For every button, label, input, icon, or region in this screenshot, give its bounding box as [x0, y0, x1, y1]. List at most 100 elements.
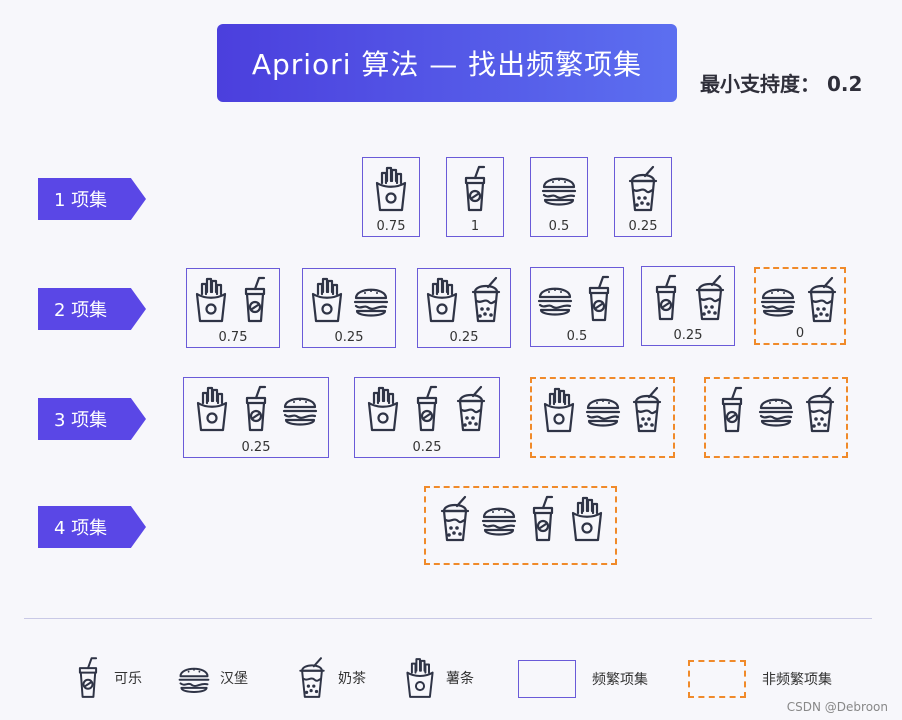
- support-value: 0.25: [449, 330, 479, 345]
- itemset-icons: [184, 384, 328, 434]
- support-value: 0.5: [548, 219, 570, 234]
- support-value: 0.25: [628, 219, 658, 234]
- milk-tea-icon: [690, 273, 730, 323]
- milk-tea-icon: [451, 384, 491, 434]
- support-value: 1: [470, 219, 480, 234]
- legend-frequent-label: 频繁项集: [592, 672, 648, 688]
- burger-icon: [535, 274, 575, 324]
- legend-infrequent: 非频繁项集: [688, 660, 832, 698]
- support-value: 0.25: [673, 328, 703, 343]
- frequent-itemset: 0.5: [530, 267, 624, 347]
- itemset-icons: [531, 164, 587, 214]
- legend-burger-label: 汉堡: [220, 671, 248, 687]
- frequent-swatch: [518, 660, 576, 698]
- fries-icon: [567, 494, 607, 544]
- burger-icon: [479, 494, 519, 544]
- cola-icon: [70, 655, 106, 701]
- itemset-icons: [531, 274, 623, 324]
- itemset-icons: [615, 164, 671, 214]
- milk-tea-icon: [466, 275, 506, 325]
- milk-tea-icon: [435, 494, 475, 544]
- itemset-icons: [447, 164, 503, 214]
- milk-tea-icon: [623, 164, 663, 214]
- credit-text: CSDN @Debroon: [786, 700, 888, 714]
- infrequent-itemset: [530, 377, 675, 458]
- frequent-itemset: 0.75: [186, 268, 280, 348]
- itemset-icons: [418, 275, 510, 325]
- burger-icon: [756, 385, 796, 435]
- burger-icon: [351, 275, 391, 325]
- cola-icon: [712, 385, 752, 435]
- cola-icon: [236, 384, 276, 434]
- frequent-itemset: 0.25: [354, 377, 500, 458]
- legend-fries: 薯条: [402, 655, 474, 701]
- frequent-itemset: 0.75: [362, 157, 420, 237]
- legend-cola-label: 可乐: [114, 671, 142, 687]
- itemset-icons: [426, 494, 615, 544]
- frequent-itemset: 0.25: [614, 157, 672, 237]
- frequent-itemset: 1: [446, 157, 504, 237]
- itemset-icons: [756, 275, 844, 325]
- fries-icon: [307, 275, 347, 325]
- row-label-2: 2 项集: [38, 288, 146, 330]
- fries-icon: [422, 275, 462, 325]
- legend-burger: 汉堡: [176, 655, 248, 701]
- legend-cola: 可乐: [70, 655, 142, 701]
- burger-icon: [280, 384, 320, 434]
- itemset-icons: [706, 385, 846, 435]
- milk-tea-icon: [802, 275, 842, 325]
- infrequent-swatch: [688, 660, 746, 698]
- infrequent-itemset: [424, 486, 617, 565]
- fries-icon: [402, 655, 438, 701]
- frequent-itemset: 0.25: [183, 377, 329, 458]
- support-value: 0.25: [334, 330, 364, 345]
- cola-icon: [579, 274, 619, 324]
- divider: [24, 618, 872, 619]
- infrequent-itemset: 0: [754, 267, 846, 345]
- legend-frequent: 频繁项集: [518, 660, 648, 698]
- fries-icon: [363, 384, 403, 434]
- row-label-4: 4 项集: [38, 506, 146, 548]
- infrequent-itemset: [704, 377, 848, 458]
- legend-infrequent-label: 非频繁项集: [762, 672, 832, 688]
- legend-milktea-label: 奶茶: [338, 671, 366, 687]
- legend-fries-label: 薯条: [446, 671, 474, 687]
- cola-icon: [455, 164, 495, 214]
- frequent-itemset: 0.25: [641, 266, 735, 346]
- fries-icon: [192, 384, 232, 434]
- frequent-itemset: 0.25: [302, 268, 396, 348]
- fries-icon: [191, 275, 231, 325]
- page-title: Apriori 算法 — 找出频繁项集: [251, 48, 643, 81]
- row-label-1: 1 项集: [38, 178, 146, 220]
- itemset-icons: [303, 275, 395, 325]
- milk-tea-icon: [627, 385, 667, 435]
- support-value: 0.75: [218, 330, 248, 345]
- row-label-3: 3 项集: [38, 398, 146, 440]
- burger-icon: [758, 275, 798, 325]
- frequent-itemset: 0.5: [530, 157, 588, 237]
- milk-tea-icon: [294, 655, 330, 701]
- fries-icon: [539, 385, 579, 435]
- title-banner: Apriori 算法 — 找出频繁项集: [217, 24, 677, 102]
- milk-tea-icon: [800, 385, 840, 435]
- cola-icon: [235, 275, 275, 325]
- itemset-icons: [642, 273, 734, 323]
- support-value: 0.25: [241, 440, 271, 455]
- cola-icon: [407, 384, 447, 434]
- fries-icon: [371, 164, 411, 214]
- itemset-icons: [532, 385, 673, 435]
- itemset-icons: [363, 164, 419, 214]
- frequent-itemset: 0.25: [417, 268, 511, 348]
- min-support-label: 最小支持度： 0.2: [700, 72, 863, 96]
- burger-icon: [583, 385, 623, 435]
- support-value: 0: [795, 326, 805, 341]
- itemset-icons: [355, 384, 499, 434]
- cola-icon: [646, 273, 686, 323]
- support-value: 0.5: [566, 329, 588, 344]
- cola-icon: [523, 494, 563, 544]
- burger-icon: [176, 655, 212, 701]
- burger-icon: [539, 164, 579, 214]
- legend-milktea: 奶茶: [294, 655, 366, 701]
- itemset-icons: [187, 275, 279, 325]
- support-value: 0.75: [376, 219, 406, 234]
